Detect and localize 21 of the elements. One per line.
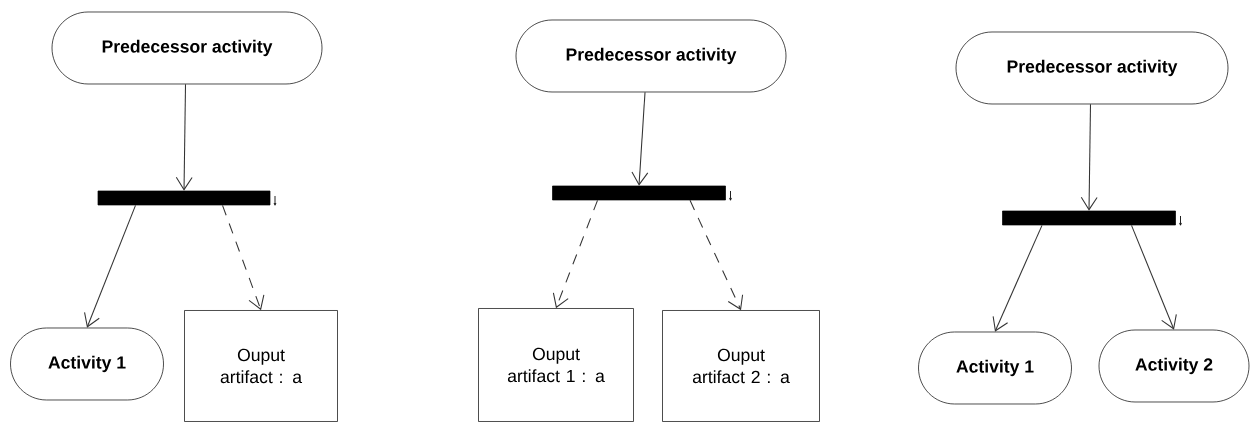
arrow [992,224,1043,332]
fork-bar [1002,210,1176,226]
arrow [1080,103,1098,211]
artifact-box: Ouput artifact 2 : a [662,310,820,422]
arrow [631,91,649,186]
arrow [552,199,599,309]
fork-bar [97,190,271,206]
activity-node: Predecessor activity [515,19,787,93]
activity-node: Activity 1 [10,327,164,401]
activity-node: Activity 1 [918,331,1072,405]
arrow [222,204,265,311]
arrow [84,204,137,328]
activity-node: Activity 2 [1098,329,1250,403]
artifact-box: Ouput artifact 1 : a [478,308,634,422]
fork-bar [552,185,726,201]
activity-node: Predecessor activity [955,31,1229,105]
arrow [689,199,744,311]
arrow [175,83,193,191]
arrow [1131,224,1177,330]
artifact-box: Ouput artifact : a [184,310,338,422]
activity-node: Predecessor activity [51,11,323,85]
